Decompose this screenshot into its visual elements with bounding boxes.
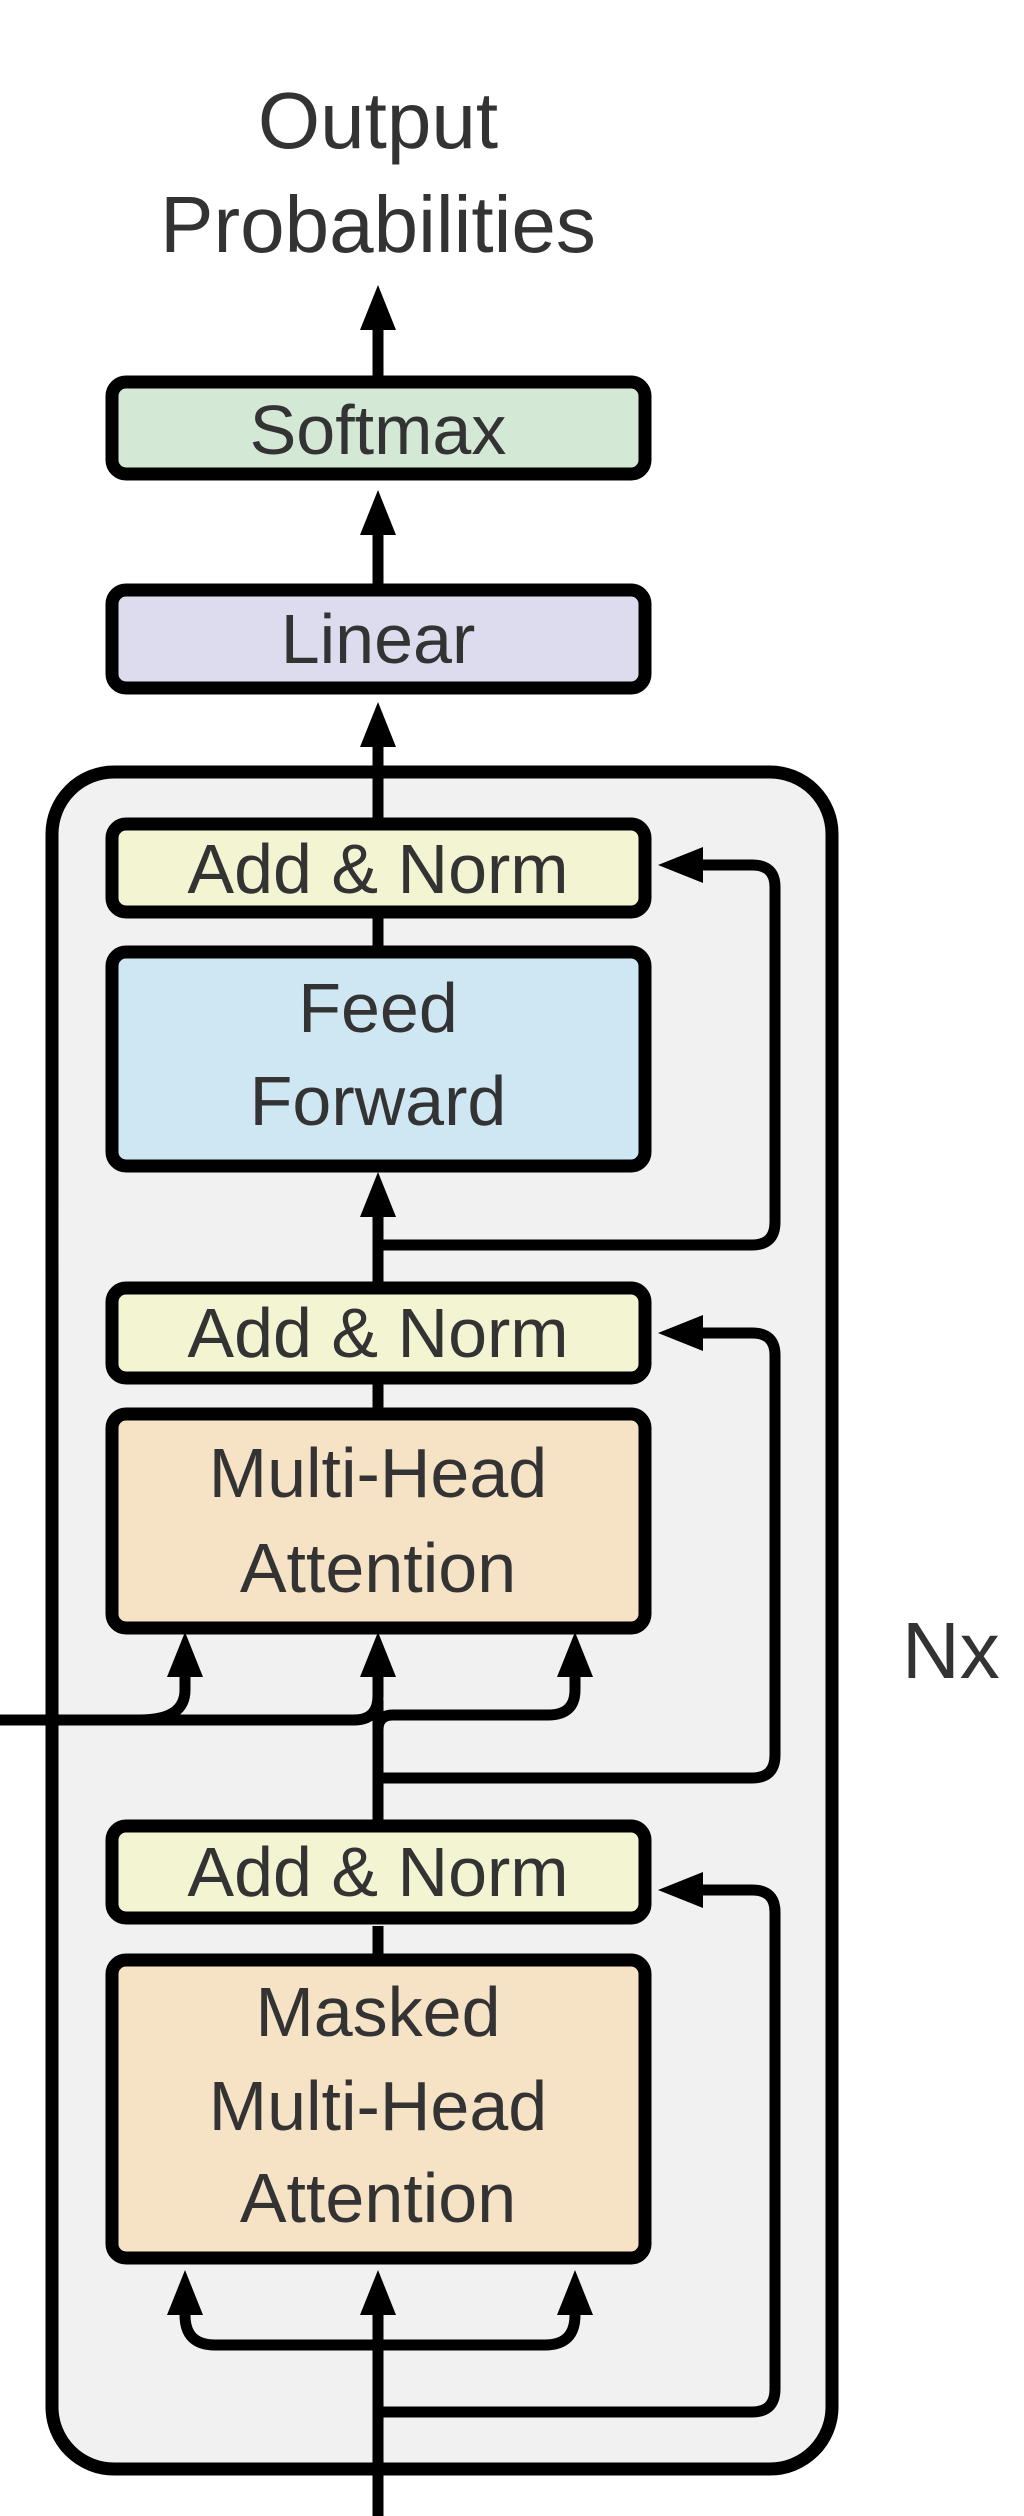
- multi-head-attention-label-line1: Multi-Head: [209, 1434, 547, 1512]
- output-title-line2: Probabilities: [160, 180, 596, 269]
- residual-2: [378, 1327, 781, 1784]
- arrowhead-mha-right: [557, 1632, 593, 1677]
- arrowhead-masked-right: [557, 2270, 593, 2315]
- masked-attention-right-branch: [378, 2300, 581, 2351]
- softmax-box: [105, 375, 652, 481]
- arrowhead-residual-1: [658, 1872, 703, 1908]
- arrowhead-mha-center: [360, 1632, 396, 1677]
- feed-forward-box: [105, 945, 652, 1173]
- add-norm-box-2: [105, 1281, 652, 1385]
- residual-3: [378, 859, 781, 1251]
- multi-head-attention-label-line2: Attention: [240, 1529, 516, 1607]
- masked-attention-label-line2: Multi-Head: [209, 2067, 547, 2145]
- output-title-line1: Output: [258, 76, 498, 165]
- arrowhead-softmax: [360, 490, 396, 535]
- add-norm-box-3: [105, 817, 652, 919]
- repeat-nx-label: Nx: [902, 1606, 1000, 1695]
- arrowhead-feed-forward: [360, 1172, 396, 1217]
- masked-multi-head-attention-box: [105, 1953, 652, 2265]
- arrowhead-linear: [360, 702, 396, 747]
- arrowhead-mha-left: [167, 1632, 203, 1677]
- feed-forward-label-line2: Forward: [250, 1062, 507, 1140]
- residual-1: [378, 1884, 781, 2418]
- add-norm-box-1: [105, 1819, 652, 1925]
- arrowhead-output: [360, 285, 396, 330]
- encoder-input-line: [0, 1660, 384, 1726]
- linear-label: Linear: [281, 600, 476, 678]
- query-branch: [372, 1660, 581, 1738]
- linear-box: [105, 583, 652, 695]
- arrowhead-residual-3: [658, 847, 703, 883]
- masked-attention-label-line1: Masked: [255, 1973, 500, 2051]
- add-norm-label-2: Add & Norm: [187, 1294, 568, 1372]
- multi-head-attention-box: [105, 1407, 652, 1635]
- encoder-input-branch: [139, 1660, 191, 1726]
- masked-attention-label-line3: Attention: [240, 2159, 516, 2237]
- arrowhead-masked-center: [360, 2270, 396, 2315]
- add-norm-label-1: Add & Norm: [187, 1833, 568, 1911]
- arrowhead-masked-left: [167, 2270, 203, 2315]
- arrowhead-residual-2: [658, 1315, 703, 1351]
- masked-attention-left-branch: [179, 2300, 378, 2351]
- add-norm-label-3: Add & Norm: [187, 830, 568, 908]
- softmax-label: Softmax: [250, 391, 507, 469]
- feed-forward-label-line1: Feed: [298, 969, 458, 1047]
